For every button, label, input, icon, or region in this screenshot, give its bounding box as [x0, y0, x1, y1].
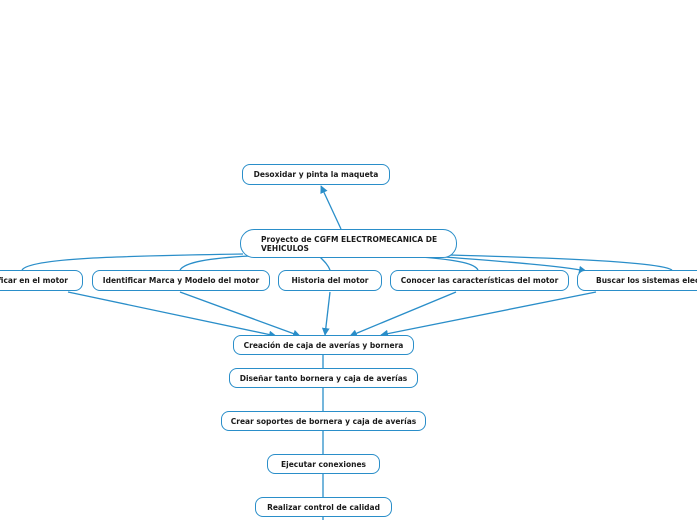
link-branch-5-to-chain: [380, 291, 597, 338]
node-central[interactable]: Proyecto de CGFM ELECTROMECANICA DE VEHI…: [240, 229, 457, 258]
link-central-to-branch-2: [179, 255, 251, 271]
node-chain-4[interactable]: Ejecutar conexiones: [267, 454, 380, 474]
link-central-to-branch-5-arrow: [444, 256, 587, 274]
node-chain-1[interactable]: Creación de caja de averías y bornera: [233, 335, 414, 355]
node-branch-4[interactable]: Conocer las características del motor: [390, 270, 569, 291]
node-chain-4-label: Ejecutar conexiones: [281, 459, 366, 469]
link-branch-1-to-chain: [67, 291, 277, 339]
link-branch-2-to-chain: [179, 291, 301, 338]
node-chain-5-label: Realizar control de calidad: [267, 502, 380, 512]
node-top-label: Desoxidar y pinta la maqueta: [253, 170, 379, 179]
node-branch-2-label: Identificar Marca y Modelo del motor: [102, 276, 260, 285]
link-central-to-branch-3: [319, 256, 331, 271]
node-top[interactable]: Desoxidar y pinta la maqueta: [242, 164, 390, 185]
node-chain-5[interactable]: Realizar control de calidad: [255, 497, 392, 517]
node-branch-1[interactable]: ificar en el motor: [0, 270, 83, 291]
node-chain-1-label: Creación de caja de averías y bornera: [243, 340, 404, 350]
node-branch-3-label: Historia del motor: [291, 276, 369, 285]
node-branch-1-label: ificar en el motor: [0, 276, 68, 285]
node-branch-2[interactable]: Identificar Marca y Modelo del motor: [92, 270, 270, 291]
link-branch-4-to-chain: [349, 291, 457, 337]
link-central-to-top: [320, 185, 342, 230]
node-branch-5-label: Buscar los sistemas electr: [596, 276, 697, 285]
link-central-to-branch-5: [449, 254, 673, 271]
link-branch-3-to-chain: [321, 291, 331, 336]
node-branch-4-label: Conocer las características del motor: [400, 276, 559, 285]
node-chain-3-label: Crear soportes de bornera y caja de aver…: [230, 416, 417, 426]
node-chain-2[interactable]: Diseñar tanto bornera y caja de averías: [229, 368, 418, 388]
node-chain-3[interactable]: Crear soportes de bornera y caja de aver…: [221, 411, 426, 431]
link-central-to-branch-1: [21, 253, 244, 271]
node-branch-3[interactable]: Historia del motor: [278, 270, 382, 291]
node-central-label: Proyecto de CGFM ELECTROMECANICA DE VEHI…: [261, 234, 438, 253]
node-branch-5[interactable]: Buscar los sistemas electr: [577, 270, 697, 291]
node-chain-2-label: Diseñar tanto bornera y caja de averías: [239, 373, 408, 383]
